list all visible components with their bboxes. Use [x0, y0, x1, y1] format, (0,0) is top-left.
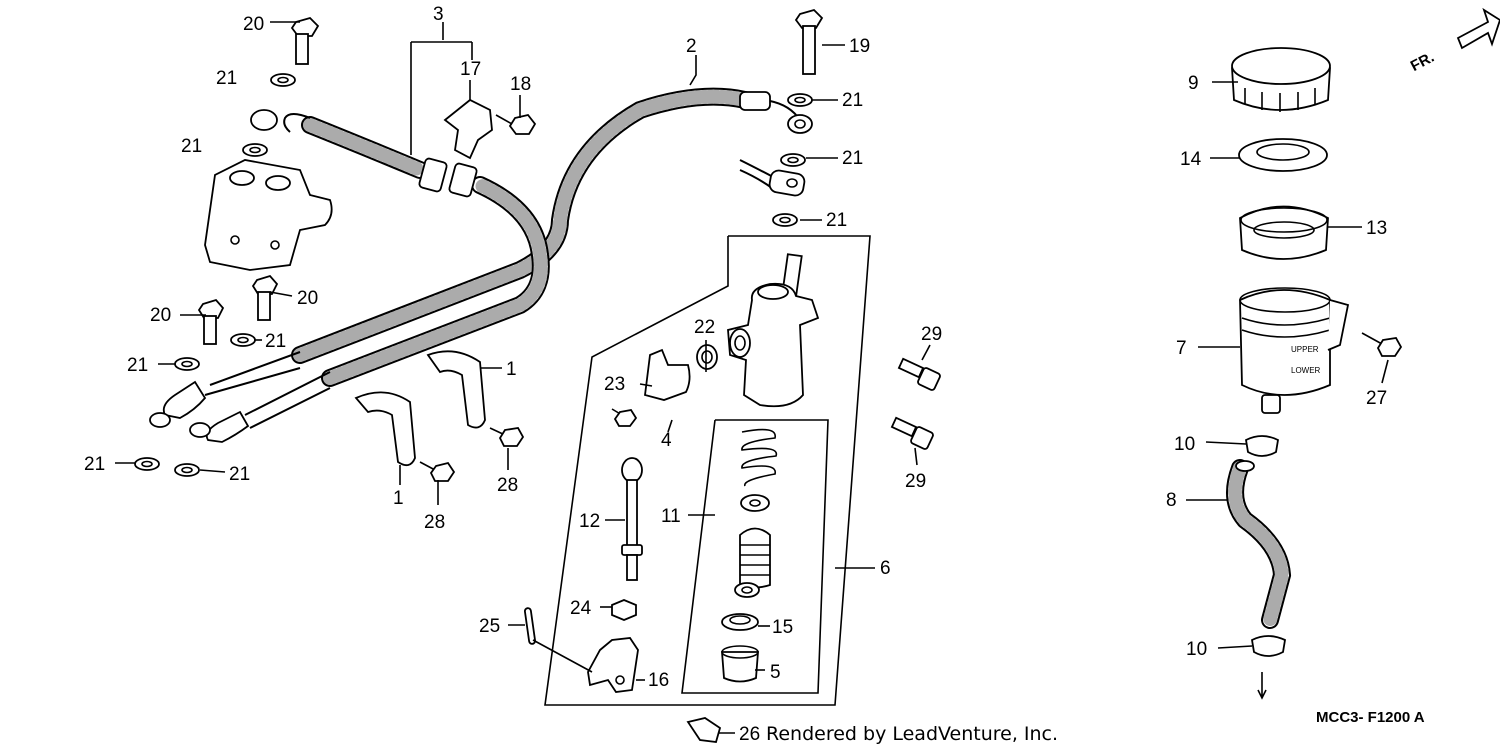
callout-16[interactable]: 16: [648, 670, 669, 691]
inlet-fitting: [644, 344, 718, 401]
reservoir-assembly: UPPER LOWER: [1226, 47, 1350, 700]
callout-17[interactable]: 17: [460, 59, 481, 80]
callout-20[interactable]: 20: [297, 288, 318, 309]
callout-21[interactable]: 21: [826, 210, 847, 231]
callout-18[interactable]: 18: [510, 74, 531, 95]
callout-29[interactable]: 29: [905, 471, 926, 492]
callout-6[interactable]: 6: [880, 558, 891, 579]
callout-labels: 3 20 2 19 17 18 21 21 21 21 21 20 20 21 …: [84, 4, 1387, 745]
bolts: [197, 8, 1403, 482]
callout-20[interactable]: 20: [150, 305, 171, 326]
callout-24[interactable]: 24: [570, 598, 592, 619]
callout-3[interactable]: 3: [433, 4, 444, 25]
callout-23[interactable]: 23: [604, 374, 625, 395]
credit-text: Rendered by LeadVenture, Inc.: [766, 723, 1058, 745]
callout-21[interactable]: 21: [84, 454, 105, 475]
callout-2[interactable]: 2: [686, 36, 697, 57]
callout-1[interactable]: 1: [506, 359, 517, 380]
callout-27[interactable]: 27: [1366, 388, 1387, 409]
push-rod-assembly: [524, 457, 722, 743]
callout-12[interactable]: 12: [579, 511, 600, 532]
callout-9[interactable]: 9: [1188, 73, 1199, 94]
direction-label: FR.: [1408, 49, 1437, 75]
callout-1[interactable]: 1: [393, 488, 404, 509]
callout-15[interactable]: 15: [772, 617, 793, 638]
callout-28[interactable]: 28: [424, 512, 445, 533]
callout-21[interactable]: 21: [127, 355, 148, 376]
callout-8[interactable]: 8: [1166, 490, 1177, 511]
callout-5[interactable]: 5: [770, 662, 781, 683]
callout-21[interactable]: 21: [229, 464, 250, 485]
callout-19[interactable]: 19: [849, 36, 870, 57]
callout-14[interactable]: 14: [1180, 149, 1202, 170]
caliper-joint-block: [204, 159, 333, 271]
callout-21[interactable]: 21: [216, 68, 237, 89]
reservoir-lower-mark: LOWER: [1291, 366, 1321, 375]
callout-11[interactable]: 11: [661, 506, 681, 527]
piston-kit: [721, 428, 778, 683]
callout-20[interactable]: 20: [243, 14, 264, 35]
callout-21[interactable]: 21: [842, 148, 863, 169]
callout-22[interactable]: 22: [694, 317, 715, 338]
callout-10[interactable]: 10: [1174, 434, 1195, 455]
callout-21[interactable]: 21: [842, 90, 863, 111]
callout-13[interactable]: 13: [1366, 218, 1387, 239]
master-cylinder-group-frame: [544, 235, 871, 706]
sealing-washers: [134, 73, 813, 477]
callout-10[interactable]: 10: [1186, 639, 1207, 660]
callout-29[interactable]: 29: [921, 324, 942, 345]
hose-clamps: [354, 98, 493, 467]
callout-4[interactable]: 4: [661, 430, 672, 451]
callout-25[interactable]: 25: [479, 616, 500, 637]
leader-lines: [115, 21, 1389, 734]
inner-parts-frame: [681, 419, 829, 694]
callout-21[interactable]: 21: [265, 331, 286, 352]
brake-hose-assembly: [149, 87, 813, 443]
reservoir-upper-mark: UPPER: [1291, 345, 1319, 354]
front-direction-arrow-icon: FR.: [1408, 7, 1500, 75]
callout-7[interactable]: 7: [1176, 338, 1187, 359]
master-cylinder-body: [727, 253, 820, 408]
callout-26[interactable]: 26: [739, 724, 760, 745]
diagram-code: MCC3- F1200 A: [1316, 709, 1425, 726]
callout-21[interactable]: 21: [181, 136, 202, 157]
callout-28[interactable]: 28: [497, 475, 518, 496]
